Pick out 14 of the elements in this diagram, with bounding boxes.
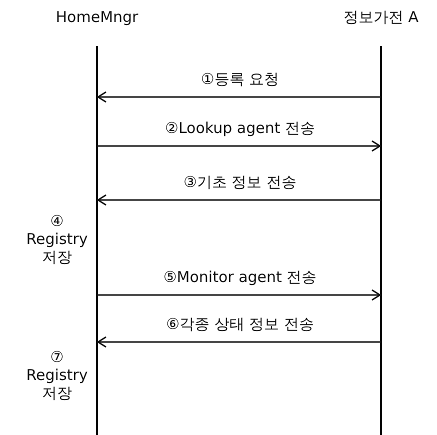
- edge-label: ⑥각종 상태 정보 전송: [164, 315, 316, 334]
- lifeline: [380, 46, 382, 435]
- message-arrow: [97, 336, 380, 348]
- participant-label: HomeMngr: [56, 8, 138, 26]
- participant-label: 정보가전 A: [343, 8, 419, 27]
- edge-label: ③기초 정보 전송: [182, 173, 298, 192]
- message-arrow: [97, 91, 380, 103]
- step-note: ⑦ Registry 저장: [26, 348, 88, 402]
- lifeline: [96, 46, 98, 435]
- message-arrow: [98, 289, 381, 301]
- message-arrow: [98, 140, 381, 152]
- step-note: ④ Registry 저장: [26, 212, 88, 266]
- message-arrow: [97, 194, 380, 206]
- edge-label: ②Lookup agent 전송: [163, 119, 317, 138]
